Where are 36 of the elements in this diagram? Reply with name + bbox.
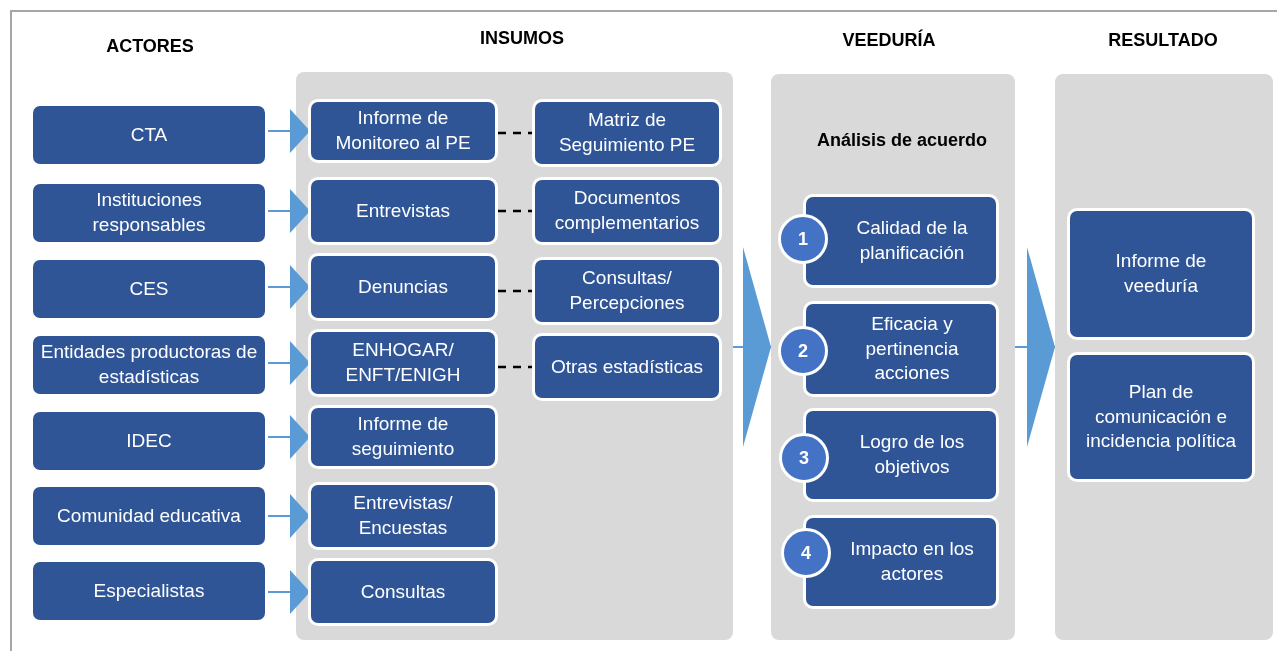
- input-box: Consultas/ Percepciones: [532, 257, 722, 325]
- arrow: [267, 494, 311, 538]
- actor-box: Instituciones responsables: [30, 181, 268, 245]
- column-heading: RESULTADO: [1108, 30, 1218, 51]
- arrow: [267, 265, 311, 309]
- column-heading: INSUMOS: [480, 28, 564, 49]
- input-box: Entrevistas: [308, 177, 498, 245]
- input-box: Documentos complementarios: [532, 177, 722, 245]
- input-box: ENHOGAR/ ENFT/ENIGH: [308, 329, 498, 397]
- column-heading: ACTORES: [106, 36, 194, 57]
- actor-box: Entidades productoras de estadísticas: [30, 333, 268, 397]
- input-box: Informe de Monitoreo al PE: [308, 99, 498, 163]
- result-box: Plan de comunicación e incidencia política: [1067, 352, 1255, 482]
- input-box: Matriz de Seguimiento PE: [532, 99, 722, 167]
- section-heading: Análisis de acuerdo: [816, 130, 988, 151]
- actor-box: CTA: [30, 103, 268, 167]
- arrow: [267, 189, 311, 233]
- arrow: [267, 415, 311, 459]
- dashed-connector: [498, 289, 532, 293]
- input-box: Otras estadísticas: [532, 333, 722, 401]
- actor-box: Comunidad educativa: [30, 484, 268, 548]
- arrow: [267, 570, 311, 614]
- dashed-connector: [498, 209, 532, 213]
- input-box: Consultas: [308, 558, 498, 626]
- actor-box: CES: [30, 257, 268, 321]
- dashed-connector: [498, 131, 532, 135]
- input-box: Entrevistas/ Encuestas: [308, 482, 498, 550]
- input-box: Denuncias: [308, 253, 498, 321]
- actor-box: Especialistas: [30, 559, 268, 623]
- input-box: Informe de seguimiento: [308, 405, 498, 469]
- arrow: [267, 109, 311, 153]
- arrow: [267, 341, 311, 385]
- actor-box: IDEC: [30, 409, 268, 473]
- column-heading: VEEDURÍA: [842, 30, 936, 51]
- result-box: Informe de veeduría: [1067, 208, 1255, 340]
- dashed-connector: [498, 365, 532, 369]
